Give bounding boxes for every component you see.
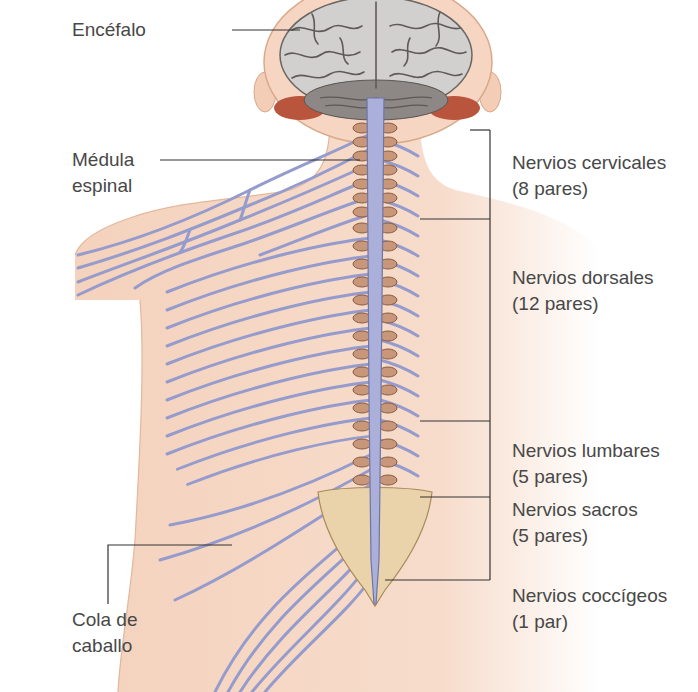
part-label: Nervios lumbares (5 pares) <box>512 438 674 490</box>
brain <box>404 38 410 66</box>
region-bracket <box>489 130 490 580</box>
spinal-nerves <box>167 274 372 328</box>
region-bracket <box>470 129 490 130</box>
brain <box>390 23 460 28</box>
region-bracket <box>385 130 490 580</box>
part-label: Encéfalo <box>72 17 192 43</box>
part-label: Nervios sacros (5 pares) <box>512 497 647 549</box>
spinal-nerves <box>167 238 372 292</box>
region-bracket <box>420 496 490 497</box>
leader-lines <box>232 29 300 30</box>
brain <box>312 14 318 44</box>
part-label: Nervios coccígeos (1 par) <box>512 583 674 635</box>
part-label: Cola de caballo <box>72 607 162 659</box>
region-bracket <box>420 218 490 219</box>
cauda-equina <box>265 580 370 692</box>
spinal-nerves <box>177 418 372 469</box>
body-silhouette <box>75 120 600 692</box>
brain <box>285 52 360 58</box>
region-bracket <box>385 579 490 580</box>
leader-lines <box>108 545 232 604</box>
part-label: Nervios dorsales (12 pares) <box>512 265 674 317</box>
part-label: Nervios cervicales (8 pares) <box>512 150 674 202</box>
brain <box>292 71 364 78</box>
brain <box>375 2 377 88</box>
part-label: Médula espinal <box>72 147 162 199</box>
brain <box>392 48 466 54</box>
leader-lines <box>108 30 360 604</box>
spinal-nerves <box>260 215 368 255</box>
brain <box>390 71 462 77</box>
spinal-nerves <box>188 436 373 485</box>
spinal-nerves <box>167 310 372 364</box>
cauda-equina <box>240 550 368 692</box>
spinal-nerves <box>167 328 372 382</box>
brain <box>436 12 440 46</box>
spinal-nerves <box>78 180 368 295</box>
region-bracket <box>420 420 490 421</box>
spinal-nerves <box>240 190 250 220</box>
brain <box>292 25 362 31</box>
spinal-nerves <box>180 230 190 252</box>
spinal-nerves <box>167 364 372 418</box>
spinal-nerves <box>167 256 372 310</box>
cauda-equina <box>252 565 368 692</box>
brain <box>285 2 466 88</box>
leader-lines <box>160 159 360 160</box>
spinal-nerves <box>167 292 372 346</box>
brain <box>340 38 348 64</box>
spinal-nerves <box>167 382 372 436</box>
spinal-nerves <box>167 400 372 454</box>
spinal-nerves <box>167 346 372 400</box>
spinal-cord <box>367 98 384 604</box>
